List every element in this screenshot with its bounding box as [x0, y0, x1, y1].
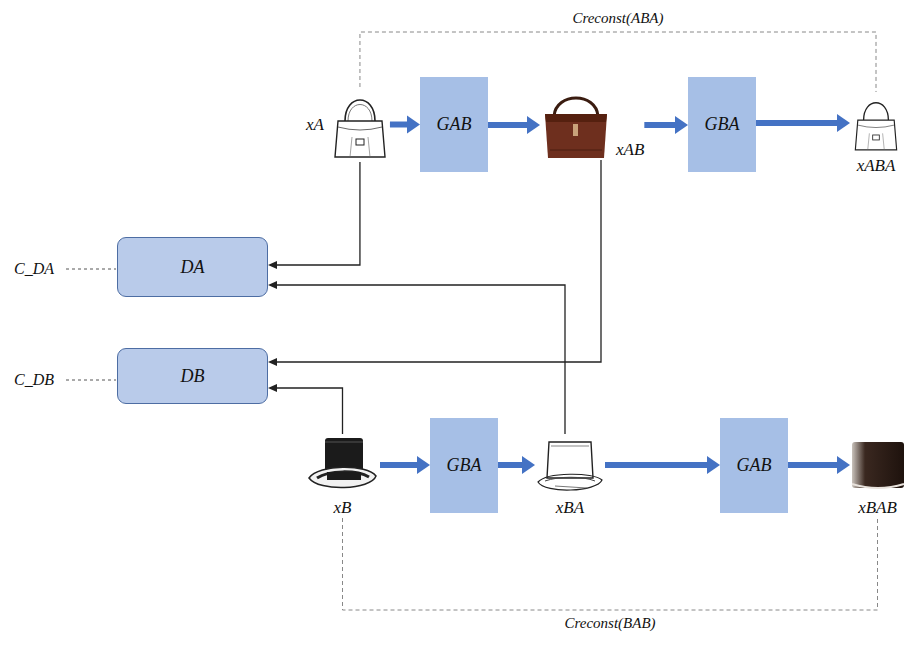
connector: [498, 462, 523, 468]
dashed-connector: [343, 518, 878, 610]
discriminator-box: DA: [117, 237, 268, 297]
arrow-head: [522, 456, 535, 474]
bag-image: [540, 90, 612, 160]
image-node: xA: [306, 87, 390, 162]
bag-image: [305, 434, 380, 496]
box-label: GBA: [705, 114, 740, 135]
box-label: GAB: [437, 114, 472, 135]
arrow-head: [837, 114, 850, 132]
arrow-head: [268, 281, 277, 289]
bag-image: [850, 434, 905, 496]
bag-image: [850, 92, 902, 154]
image-label: xAB: [616, 140, 644, 160]
cost-label: C_DA: [14, 259, 54, 279]
image-node: xB: [305, 434, 380, 518]
image-label: xBAB: [858, 498, 897, 518]
connector: [390, 122, 408, 128]
connector: [276, 285, 565, 434]
connector: [276, 160, 601, 362]
image-label: xA: [306, 115, 324, 135]
connector: [276, 388, 343, 434]
leader-line: [66, 380, 116, 381]
image-label: xBA: [556, 498, 584, 518]
bag-image: [330, 87, 390, 162]
arrow-head: [675, 116, 688, 134]
image-label: xB: [334, 498, 352, 518]
arrow-head: [407, 116, 420, 134]
cost-label: C_DB: [14, 370, 54, 390]
edge-label: Creconst(ABA): [569, 8, 666, 28]
discriminator-box: DB: [117, 348, 268, 404]
connector: [276, 162, 360, 265]
box-label: GAB: [737, 455, 772, 476]
arrow-head: [527, 116, 540, 134]
leader-line: [66, 269, 116, 270]
connector: [756, 120, 838, 126]
connector: [380, 462, 418, 468]
arrow-head: [837, 456, 850, 474]
connector: [605, 462, 708, 468]
arrow-head: [268, 384, 277, 392]
box-label: DB: [181, 366, 205, 387]
image-node: xBAB: [850, 434, 905, 518]
arrow-head: [268, 261, 277, 269]
image-node: xABA: [850, 92, 902, 176]
generator-box: GAB: [720, 418, 788, 513]
arrow-head: [417, 456, 430, 474]
image-node: xBA: [535, 434, 605, 518]
image-label: xABA: [857, 156, 896, 176]
generator-box: GBA: [430, 418, 498, 513]
connector: [488, 122, 528, 128]
arrow-head: [707, 456, 720, 474]
edge-label: Creconst(BAB): [561, 613, 658, 633]
box-label: DA: [181, 257, 205, 278]
generator-box: GBA: [688, 77, 756, 172]
box-label: GBA: [447, 455, 482, 476]
connector: [788, 462, 838, 468]
image-node: xAB: [540, 90, 644, 160]
bag-image: [535, 434, 605, 496]
arrow-head: [268, 358, 277, 366]
connector: [644, 122, 676, 128]
generator-box: GAB: [420, 77, 488, 172]
